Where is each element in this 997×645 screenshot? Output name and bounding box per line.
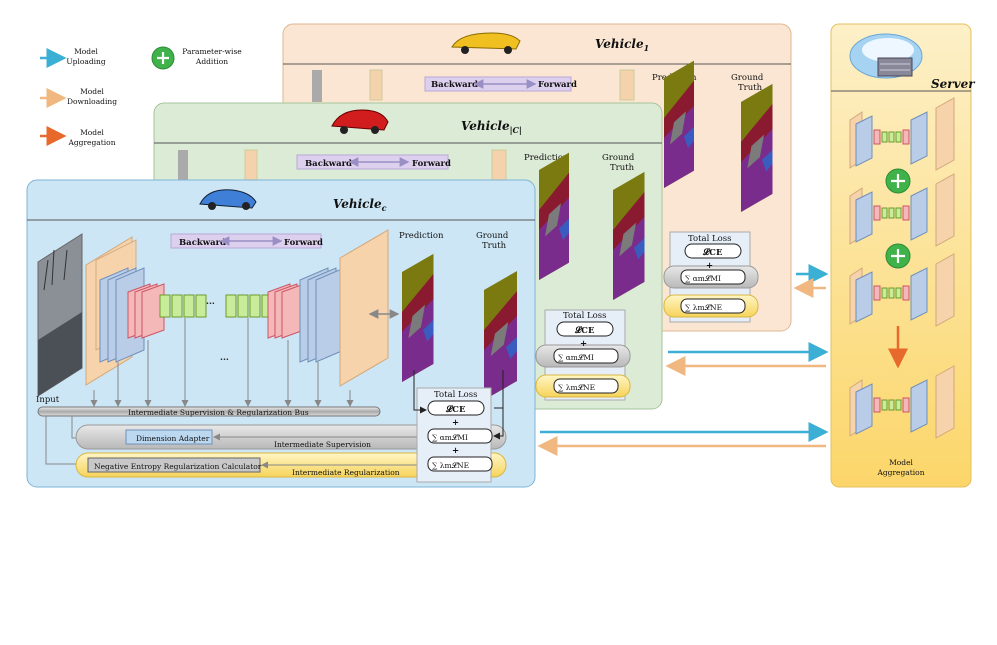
svg-text:∑ αm𝓛MI: ∑ αm𝓛MI xyxy=(432,432,468,442)
svg-text:𝓛CE: 𝓛CE xyxy=(702,247,723,258)
svg-text:Truth: Truth xyxy=(482,241,507,251)
neg-entropy-calculator xyxy=(87,457,261,473)
encoder-layers xyxy=(85,236,207,386)
cloud-server-icon xyxy=(849,33,923,79)
svg-text:Prediction: Prediction xyxy=(524,153,569,163)
svg-text:Input: Input xyxy=(36,395,60,405)
svg-text:Ground: Ground xyxy=(476,231,509,241)
svg-text:Ground: Ground xyxy=(602,153,635,163)
svg-text:Truth: Truth xyxy=(738,83,763,93)
svg-text:+: + xyxy=(706,261,713,271)
svg-text:Intermediate Supervision: Intermediate Supervision xyxy=(274,440,371,449)
svg-text:+: + xyxy=(452,418,459,428)
svg-text:Total Loss: Total Loss xyxy=(434,390,478,400)
svg-text:∑ λm𝓛NE: ∑ λm𝓛NE xyxy=(685,302,722,312)
svg-text:+: + xyxy=(452,446,459,456)
server-title: Server xyxy=(931,77,976,91)
prediction-map xyxy=(402,253,434,382)
svg-text:Ground: Ground xyxy=(731,73,764,83)
svg-text:Backward: Backward xyxy=(431,80,478,90)
svg-text:+: + xyxy=(580,339,587,349)
svg-text:𝓛CE: 𝓛CE xyxy=(445,404,466,415)
svg-text:Total Loss: Total Loss xyxy=(563,311,607,321)
svg-text:𝓛CE: 𝓛CE xyxy=(574,325,595,336)
loss-ne xyxy=(427,456,493,472)
vehicle-1-title: Vehicle1 xyxy=(595,37,649,53)
ground-truth-map xyxy=(484,270,517,400)
vehicle-C-title: Vehicle|C| xyxy=(461,119,522,135)
svg-text:Intermediate Regularization: Intermediate Regularization xyxy=(292,468,400,477)
svg-text:Backward: Backward xyxy=(179,238,226,248)
svg-text:Dimension Adapter: Dimension Adapter xyxy=(136,434,210,443)
svg-text:Intermediate Supervision & Reg: Intermediate Supervision & Regularizatio… xyxy=(128,408,309,417)
supervision-bus xyxy=(37,406,381,417)
loss-ce xyxy=(427,400,485,416)
red-car-icon xyxy=(331,109,389,134)
comm-arrows xyxy=(537,264,829,456)
svg-text:Forward: Forward xyxy=(412,159,451,169)
yellow-car-icon xyxy=(451,32,521,54)
dimension-adapter xyxy=(125,429,213,445)
svg-text:Forward: Forward xyxy=(284,238,323,248)
svg-text:Prediction: Prediction xyxy=(399,231,444,241)
svg-text:Forward: Forward xyxy=(538,80,577,90)
vehicle-c-panel: Vehiclec Backward Forward Prediction Gro… xyxy=(26,179,536,488)
decoder-layers xyxy=(225,229,389,387)
svg-text:∑ αm𝓛MI: ∑ αm𝓛MI xyxy=(685,273,721,283)
svg-text:∑ λm𝓛NE: ∑ λm𝓛NE xyxy=(558,382,595,392)
blue-car-icon xyxy=(199,189,257,210)
vehicle-c-title: Vehiclec xyxy=(333,197,387,213)
input-image xyxy=(37,233,83,397)
svg-text:Negative Entropy Regularizatio: Negative Entropy Regularization Calculat… xyxy=(94,462,262,471)
svg-text:∑ αm𝓛MI: ∑ αm𝓛MI xyxy=(558,352,594,362)
svg-text:···: ··· xyxy=(220,355,229,365)
svg-text:Backward: Backward xyxy=(305,159,352,169)
loss-mi xyxy=(427,428,493,444)
svg-text:∑ λm𝓛NE: ∑ λm𝓛NE xyxy=(432,460,469,470)
svg-text:Truth: Truth xyxy=(610,163,635,173)
svg-text:···: ··· xyxy=(206,299,215,309)
svg-text:Total Loss: Total Loss xyxy=(688,234,732,244)
